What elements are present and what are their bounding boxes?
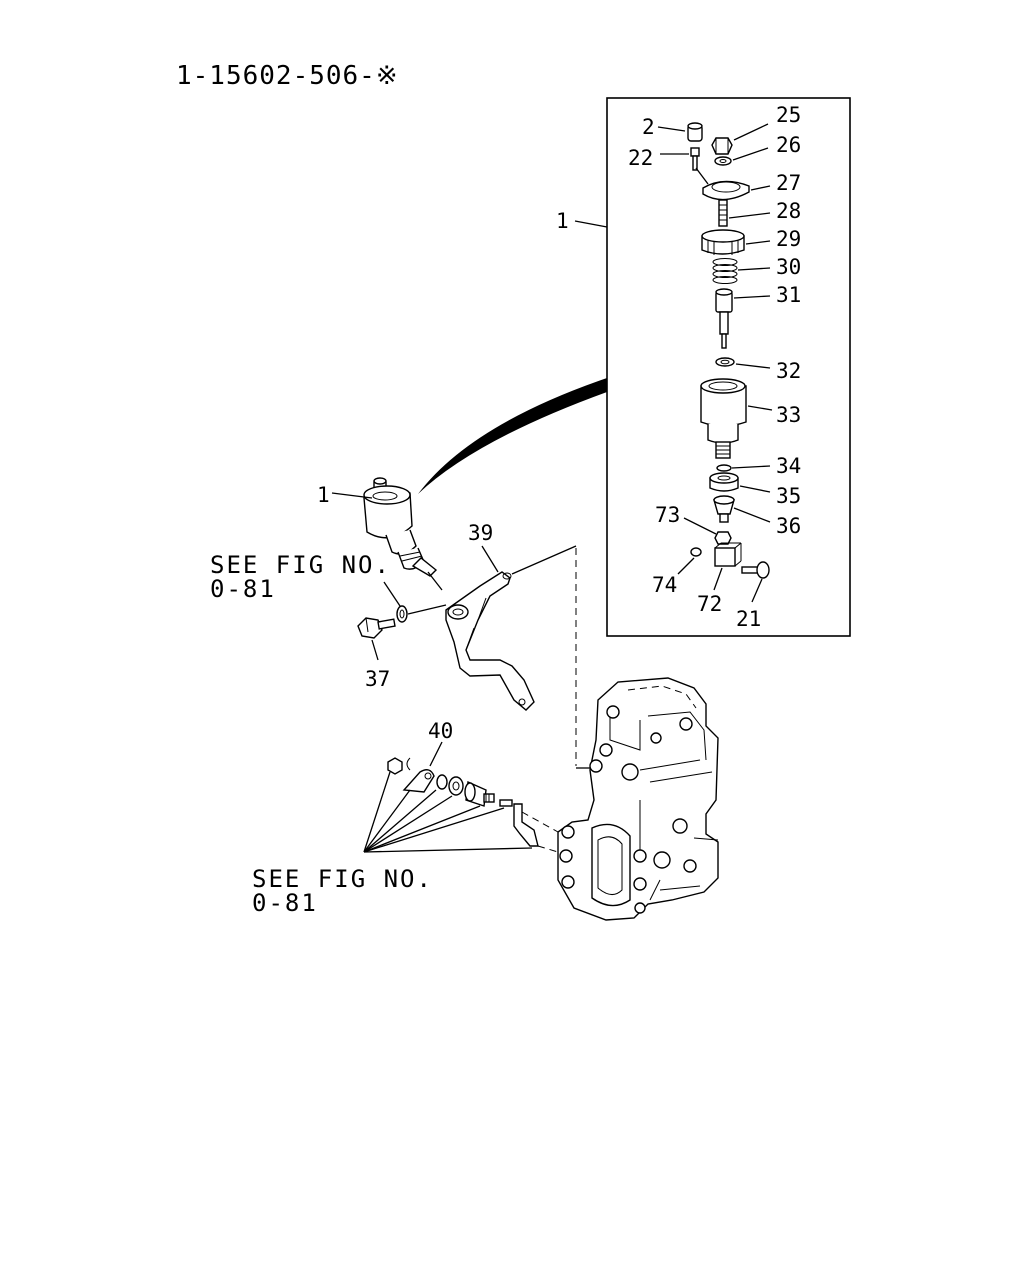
solenoid-assembly-1 [363, 477, 443, 591]
see-fig-upper-line1: SEE FIG NO. [210, 551, 391, 579]
injection-pump-housing [557, 677, 719, 921]
inset-label-21: 21 [736, 607, 761, 631]
see-fig-upper-line2: 0-81 [210, 575, 276, 603]
part-73-nut [714, 531, 732, 545]
part-29-adjust-nut [701, 229, 745, 255]
part-74-ring [690, 547, 702, 557]
inset-label-25: 25 [776, 103, 801, 127]
inset-label-2: 2 [642, 115, 655, 139]
part-22-screw [690, 147, 700, 171]
part-21-bolt [741, 561, 770, 579]
inset-label-74: 74 [652, 573, 677, 597]
inset-label-1: 1 [556, 209, 569, 233]
part-28-stud [718, 199, 728, 227]
part-32-washer [715, 357, 735, 367]
part-27-plate [695, 167, 750, 201]
washer-part [396, 605, 408, 623]
inset-label-30: 30 [776, 255, 801, 279]
main-label-37: 37 [365, 667, 390, 691]
inset-label-35: 35 [776, 484, 801, 508]
part-2-cap [687, 122, 703, 142]
inset-label-32: 32 [776, 359, 801, 383]
inset-label-73: 73 [655, 503, 680, 527]
inset-label-22: 22 [628, 146, 653, 170]
see-fig-lower-leaders [363, 771, 533, 853]
main-label-40: 40 [428, 719, 453, 743]
see-fig-lower-line1: SEE FIG NO. [252, 865, 433, 893]
inset-label-33: 33 [776, 403, 801, 427]
part-35-nut [709, 472, 739, 492]
main-label-39: 39 [468, 521, 493, 545]
see-fig-lower-line2: 0-81 [252, 889, 318, 917]
part-26-washer [714, 156, 732, 166]
inset-label-36: 36 [776, 514, 801, 538]
part-72-terminal [714, 542, 742, 567]
inset-label-31: 31 [776, 283, 801, 307]
inset-label-29: 29 [776, 227, 801, 251]
part-31-plunger [715, 288, 733, 349]
diagram-title: 1-15602-506-※ [176, 61, 399, 91]
inset-label-28: 28 [776, 199, 801, 223]
inset-label-27: 27 [776, 171, 801, 195]
part-33-solenoid-body [700, 378, 747, 459]
part-36-seat [713, 495, 735, 523]
part-30-spring [712, 258, 738, 284]
lower-parts-group [387, 757, 539, 847]
main-label-1: 1 [317, 483, 330, 507]
inset-connector-arc [418, 378, 607, 494]
part-34-washer [716, 464, 732, 472]
part-25-nut [711, 137, 733, 155]
detail-inset-box [606, 97, 851, 637]
inset-label-72: 72 [697, 592, 722, 616]
inset-label-26: 26 [776, 133, 801, 157]
inset-label-34: 34 [776, 454, 801, 478]
part-39-bracket [445, 571, 535, 711]
part-37-bolt [357, 617, 396, 639]
